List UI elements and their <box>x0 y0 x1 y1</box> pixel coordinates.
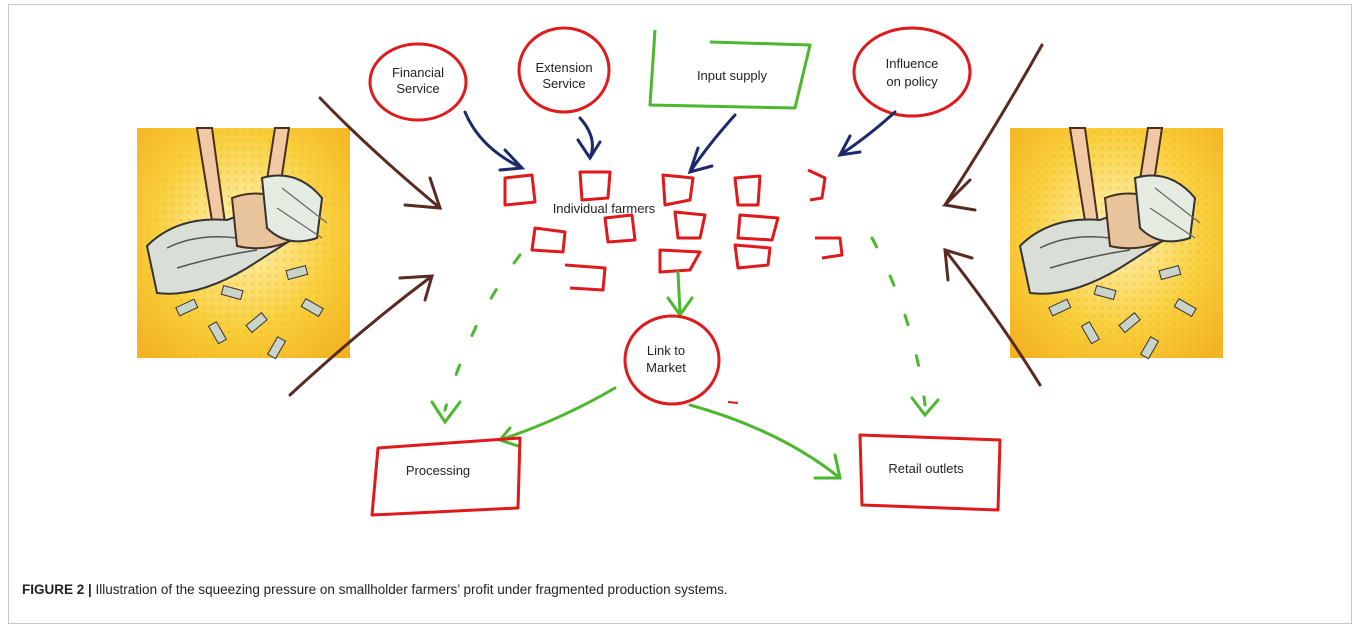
output-processing: Processing <box>370 436 522 517</box>
service-label-policy-1: Influence <box>886 56 939 71</box>
output-label-retail: Retail outlets <box>888 461 964 476</box>
service-label-financial-1: Financial <box>392 65 444 80</box>
figure-caption: FIGURE 2 | Illustration of the squeezing… <box>22 582 728 597</box>
dashed-arrowheads <box>430 396 940 425</box>
service-label-policy-2: on policy <box>886 74 938 89</box>
service-node-input-supply: Input supply <box>648 29 812 110</box>
market-flows <box>497 386 842 480</box>
service-label-input-supply: Input supply <box>697 68 768 83</box>
service-node-policy: Influence on policy <box>852 26 972 118</box>
center-label: Individual farmers <box>553 201 656 216</box>
caption-label: FIGURE 2 | <box>22 582 92 597</box>
service-label-financial-2: Service <box>396 81 439 96</box>
caption-text: Illustration of the squeezing pressure o… <box>91 582 728 597</box>
squeeze-illustration-right <box>1010 127 1223 360</box>
figure-frame <box>8 4 1352 624</box>
pressure-arrow-right-top <box>941 43 1044 212</box>
pressure-arrow-left-top <box>318 96 443 210</box>
pressure-arrow-left-bottom <box>288 274 435 397</box>
output-label-processing: Processing <box>406 463 470 478</box>
service-label-extension-1: Extension <box>535 60 592 75</box>
farmer-squares <box>503 168 844 292</box>
squeeze-illustration-left <box>137 127 350 360</box>
pressure-arrows <box>288 43 1044 397</box>
dash-mark <box>727 401 739 404</box>
output-retail: Retail outlets <box>858 433 1002 512</box>
service-arrows <box>463 110 897 175</box>
service-label-extension-2: Service <box>542 76 585 91</box>
dashed-flows <box>443 236 927 412</box>
pressure-arrow-right-bottom <box>943 247 1042 387</box>
link-label-2: Market <box>646 360 686 375</box>
link-to-market-node: Link to Market <box>623 270 721 406</box>
link-label-1: Link to <box>647 343 685 358</box>
